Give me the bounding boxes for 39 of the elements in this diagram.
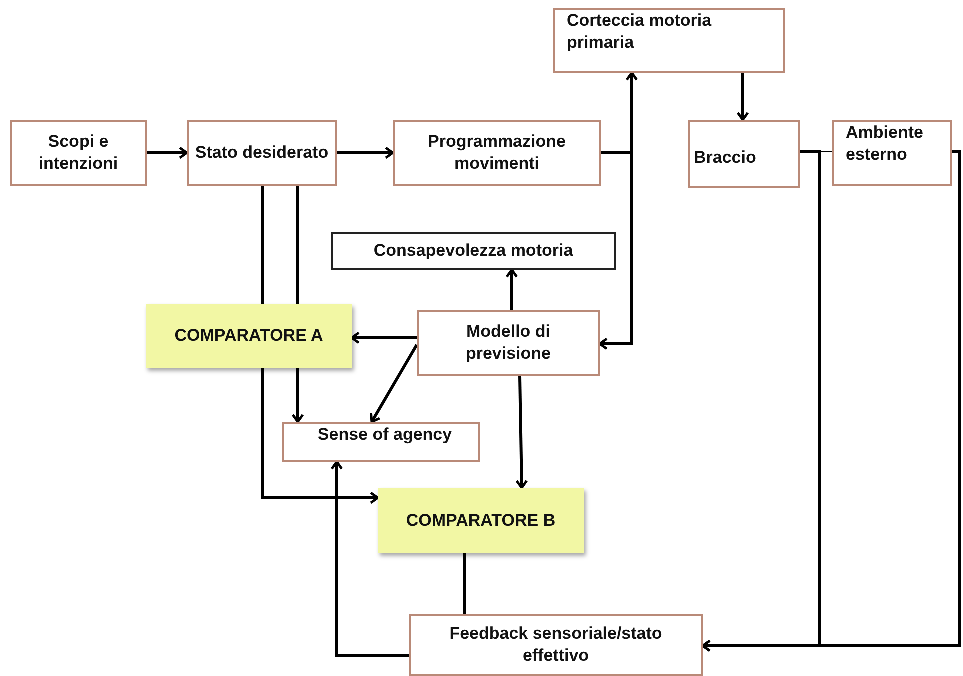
- node-label: COMPARATORE B: [406, 510, 556, 532]
- arrow: [370, 344, 418, 424]
- node-label: Modello di previsione: [464, 321, 552, 365]
- node-label: Programmazione movimenti: [427, 131, 567, 175]
- process-box: [688, 120, 800, 188]
- node-label: Consapevolezza motoria: [374, 240, 574, 262]
- node-label: COMPARATORE A: [174, 325, 324, 347]
- connector-line: [296, 186, 300, 304]
- process-box: [553, 8, 785, 73]
- arrow: [330, 460, 409, 658]
- node-label: Sense of agency: [318, 424, 452, 446]
- connector-line: [262, 186, 264, 304]
- process-box: [409, 614, 703, 676]
- node-label: Ambiente esterno: [846, 122, 924, 166]
- arrow: [147, 146, 188, 160]
- node-label: Stato desiderato: [195, 142, 329, 164]
- comparator-box: [146, 304, 352, 368]
- arrow: [516, 376, 528, 490]
- node-label: Feedback sensoriale/stato effettivo: [448, 623, 664, 667]
- process-box: [10, 120, 147, 186]
- arrow: [292, 368, 304, 424]
- comparator-box: [378, 488, 584, 553]
- arrow: [736, 73, 750, 122]
- arrow: [598, 152, 634, 350]
- process-box: [832, 120, 952, 186]
- arrow: [506, 268, 518, 310]
- node-label: Braccio: [694, 147, 756, 169]
- arrow: [350, 332, 417, 344]
- node-label: Scopi e intenzioni: [38, 131, 120, 175]
- connector-line: [464, 553, 466, 614]
- process-box: [417, 310, 600, 376]
- process-box: [393, 120, 601, 186]
- process-box: [331, 232, 616, 270]
- process-box: [282, 422, 480, 462]
- process-box: [187, 120, 337, 186]
- node-label: Corteccia motoria primaria: [567, 10, 713, 54]
- arrow: [702, 150, 962, 652]
- arrow: [262, 368, 380, 504]
- arrow: [337, 146, 394, 160]
